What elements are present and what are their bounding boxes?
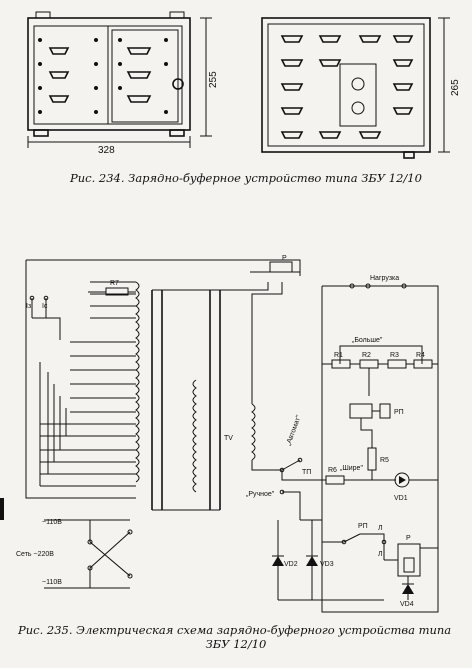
label-i-c: Iс: [42, 303, 48, 310]
figure-235-caption-line1: Рис. 235. Электрическая схема зарядно-бу…: [18, 623, 452, 637]
label-shire: „Шире": [340, 465, 363, 472]
label-110v-top: ~110В: [42, 519, 62, 526]
label-110v-bottom: ~110В: [42, 579, 62, 586]
dim-height-side-label: 265: [450, 79, 461, 96]
label-tp: ТП: [302, 469, 311, 476]
label-r2: R2: [362, 352, 371, 359]
label-tv: TV: [224, 435, 233, 442]
label-avtomat: „Автомат": [285, 414, 303, 447]
label-r5: R5: [380, 457, 389, 464]
label-bolshe: „Больше": [352, 337, 383, 344]
label-r3: R3: [390, 352, 399, 359]
dim-width-label: 328: [98, 145, 115, 156]
label-rp: РП: [394, 409, 404, 416]
label-vd3: VD3: [320, 561, 334, 568]
label-l1: Л: [378, 525, 383, 532]
label-nagruzka: Нагрузка: [370, 275, 399, 282]
figure-234-caption: Рис. 234. Зарядно-буферное устройство ти…: [70, 171, 422, 185]
label-p-top: Р: [282, 255, 287, 262]
label-l2: Л: [378, 551, 383, 558]
dim-height-front-label: 255: [208, 71, 219, 88]
label-vd2: VD2: [284, 561, 298, 568]
label-p-bottom: Р: [406, 535, 411, 542]
label-ruchnoe: „Ручное": [246, 491, 275, 498]
figure-235-caption-line2: ЗБУ 12/10: [205, 637, 267, 651]
label-i-z: Iз: [26, 303, 31, 310]
label-vd1: VD1: [394, 495, 408, 502]
front-view: [27, 11, 212, 148]
label-220v: Сеть ~220В: [16, 551, 54, 558]
label-r1: R1: [334, 352, 343, 359]
label-r7: R7: [110, 280, 119, 287]
label-rp-contact: РП: [358, 523, 368, 530]
label-r6: R6: [328, 467, 337, 474]
label-r4: R4: [416, 352, 425, 359]
side-view: [261, 17, 450, 159]
label-vd4: VD4: [400, 601, 414, 608]
